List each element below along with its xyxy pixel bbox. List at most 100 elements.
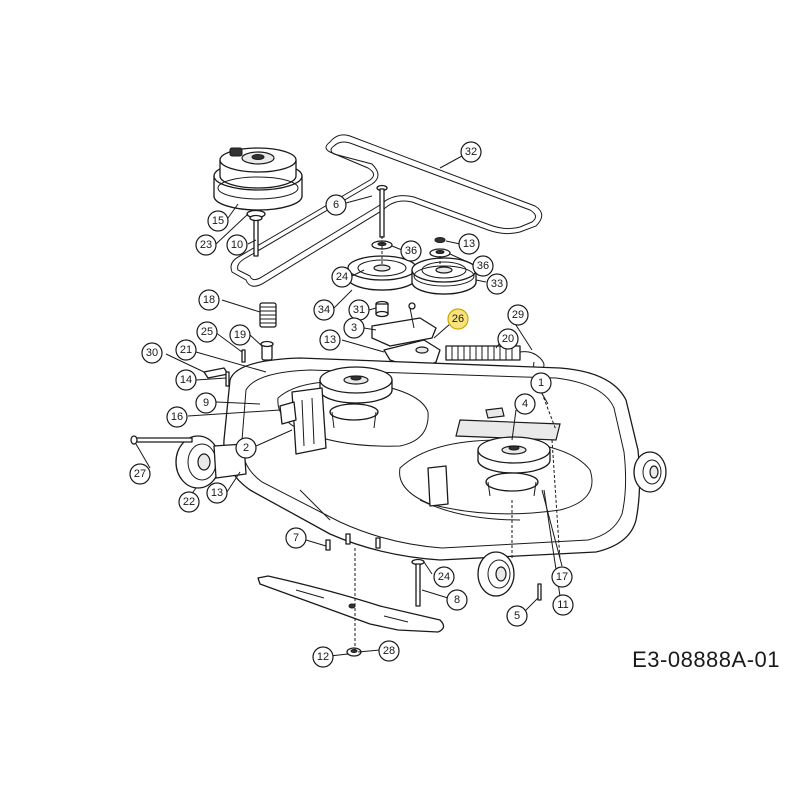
- spring-18: [259, 302, 277, 328]
- mower-blade-28: [257, 575, 445, 633]
- svg-text:11: 11: [557, 599, 568, 611]
- gauge-wheel-front-right: [633, 451, 667, 493]
- callout-4: 4: [514, 393, 536, 415]
- svg-text:13: 13: [463, 238, 475, 250]
- deck-bracket-2: [279, 387, 327, 455]
- bolt-10: [249, 214, 263, 257]
- callout-12: 12: [312, 646, 334, 668]
- svg-text:8: 8: [454, 594, 460, 606]
- gauge-wheel-rear: [477, 551, 515, 597]
- spacer-31: [375, 300, 389, 318]
- callout-13-mid: 13: [319, 329, 341, 351]
- svg-text:34: 34: [318, 304, 330, 316]
- extension-spring-20: [445, 345, 521, 361]
- electric-pto-clutch: [213, 147, 303, 211]
- svg-text:17: 17: [556, 571, 568, 583]
- diagram-code: E3-08888A-01: [632, 647, 780, 672]
- svg-text:20: 20: [502, 333, 514, 345]
- svg-text:1: 1: [538, 377, 544, 389]
- callout-14: 14: [175, 369, 197, 391]
- callout-3: 3: [343, 317, 365, 339]
- svg-text:13: 13: [211, 487, 223, 499]
- svg-text:13: 13: [324, 334, 336, 346]
- fitting-19: [260, 340, 274, 361]
- callout-5: 5: [506, 605, 528, 627]
- spindle-pulley-4: [477, 436, 551, 497]
- callout-32: 32: [460, 141, 482, 163]
- flat-idler-pulley-33: [411, 257, 477, 295]
- callout-36-right: 36: [472, 255, 494, 277]
- cap-30: [203, 367, 229, 379]
- svg-text:28: 28: [383, 645, 395, 657]
- svg-text:29: 29: [512, 309, 524, 321]
- svg-text:10: 10: [231, 239, 243, 251]
- callout-24-top: 24: [331, 266, 353, 288]
- callout-2: 2: [235, 437, 257, 459]
- svg-text:25: 25: [201, 326, 213, 338]
- gauge-wheel-22: [175, 435, 247, 489]
- svg-text:27: 27: [134, 468, 146, 480]
- callout-19: 19: [229, 324, 251, 346]
- svg-text:33: 33: [491, 278, 503, 290]
- svg-text:4: 4: [522, 398, 528, 410]
- callout-8: 8: [446, 589, 468, 611]
- bolt-25: [241, 349, 246, 363]
- callout-34: 34: [313, 299, 335, 321]
- svg-text:32: 32: [465, 146, 477, 158]
- svg-text:26: 26: [452, 313, 464, 325]
- svg-text:23: 23: [200, 239, 212, 251]
- svg-text:18: 18: [203, 294, 215, 306]
- callout-13-low: 13: [206, 482, 228, 504]
- deck-bracket-right: [427, 465, 449, 507]
- bolt-5: [537, 583, 542, 601]
- callout-27: 27: [129, 463, 151, 485]
- callout-11: 11: [552, 594, 574, 616]
- pin-14: [225, 371, 230, 387]
- svg-text:36: 36: [477, 260, 489, 272]
- svg-text:16: 16: [171, 411, 183, 423]
- callout-13-top: 13: [458, 233, 480, 255]
- svg-text:5: 5: [514, 610, 520, 622]
- svg-text:31: 31: [353, 304, 365, 316]
- callout-36-left: 36: [400, 240, 422, 262]
- svg-text:14: 14: [180, 374, 192, 386]
- svg-text:2: 2: [243, 442, 249, 454]
- callout-18: 18: [198, 289, 220, 311]
- mower-deck-housing: [223, 357, 641, 561]
- callout-22: 22: [178, 491, 200, 513]
- bearing-36-right: [429, 248, 451, 258]
- callout-20: 20: [497, 328, 519, 350]
- bolts-7: [325, 533, 381, 551]
- svg-text:19: 19: [234, 329, 246, 341]
- bolt-8: [411, 558, 425, 607]
- callout-31: 31: [348, 299, 370, 321]
- svg-text:9: 9: [203, 397, 209, 409]
- callout-26: 26: [447, 308, 469, 330]
- callout-17: 17: [551, 566, 573, 588]
- callout-10: 10: [226, 234, 248, 256]
- svg-text:24: 24: [336, 271, 348, 283]
- idler-pulley-34: [347, 255, 417, 291]
- svg-text:3: 3: [351, 322, 357, 334]
- callout-15: 15: [207, 210, 229, 232]
- callout-28: 28: [378, 640, 400, 662]
- svg-text:22: 22: [183, 496, 195, 508]
- callout-6: 6: [325, 194, 347, 216]
- blade-nut-12: [346, 647, 362, 657]
- callout-24-low: 24: [433, 566, 455, 588]
- callout-25: 25: [196, 321, 218, 343]
- idler-arm-3: [371, 302, 437, 347]
- bolt-27: [130, 435, 193, 445]
- callout-9: 9: [195, 392, 217, 414]
- callout-29: 29: [507, 304, 529, 326]
- svg-text:21: 21: [180, 344, 192, 356]
- callout-1: 1: [530, 372, 552, 394]
- svg-text:36: 36: [405, 245, 417, 257]
- svg-text:30: 30: [146, 347, 158, 359]
- svg-text:12: 12: [317, 651, 329, 663]
- callout-33: 33: [486, 273, 508, 295]
- svg-text:15: 15: [212, 215, 224, 227]
- callout-23: 23: [195, 234, 217, 256]
- deck-belt: [230, 134, 543, 287]
